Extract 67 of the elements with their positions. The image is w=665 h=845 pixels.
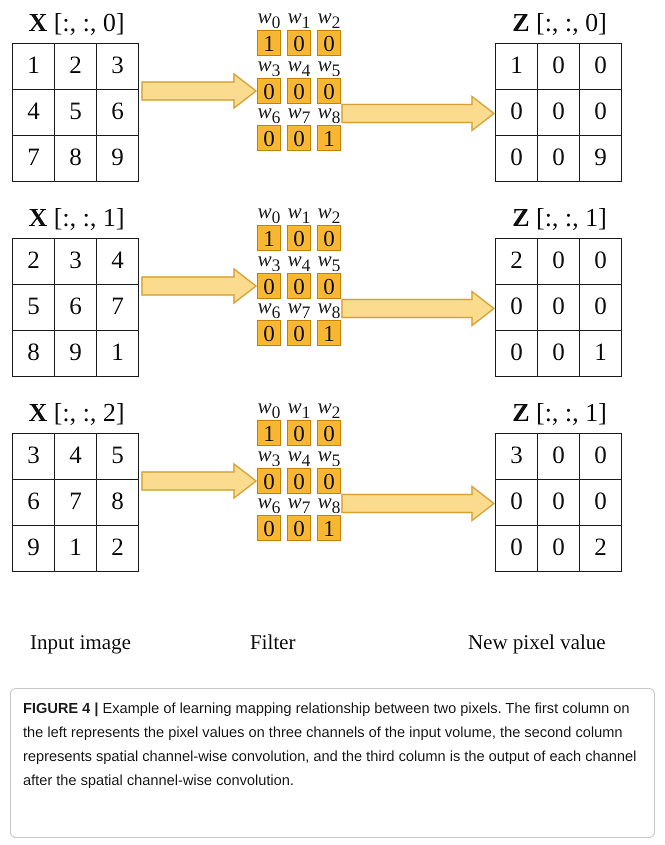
matrix-cell: 0: [579, 238, 622, 285]
matrix-cell: 1: [579, 330, 622, 377]
matrix-cell: 0: [579, 433, 622, 480]
matrix-cell: 0: [495, 525, 538, 572]
filter-weight: 0: [287, 225, 311, 251]
matrix-cell: 1: [96, 330, 139, 377]
filter-weight: 0: [287, 78, 311, 104]
matrix-title: Z [:, :, 0]: [511, 8, 608, 38]
filter-weight: 1: [257, 225, 281, 251]
filter-weight: 0: [287, 125, 311, 151]
filter-weight: 0: [257, 125, 281, 151]
matrix-cell: 2: [579, 525, 622, 572]
matrix-cell: 2: [495, 238, 538, 285]
filter-weight: 0: [257, 78, 281, 104]
matrix-cell: 7: [12, 135, 55, 182]
filter-weight: 0: [287, 30, 311, 56]
filter-weight: 0: [287, 468, 311, 494]
figure-caption: FIGURE 4 | Example of learning mapping relationship between two pixels. The first column on the left represents the pixel values on three channels of the input volume, the second column represents spatial channel-wise convolution, and the third column is the output of each channel after the spatial channel-wise convolution.: [23, 700, 638, 791]
filter-weight: 0: [317, 225, 341, 251]
filter-weight: 0: [287, 320, 311, 346]
matrix-title: X [:, :, 1]: [27, 203, 126, 233]
block-arrow: [141, 267, 258, 305]
filter-weight: 0: [317, 468, 341, 494]
matrix-cell: 0: [495, 135, 538, 182]
matrix-cell: 8: [12, 330, 55, 377]
filter-weight: 0: [317, 30, 341, 56]
filter-weight: 0: [257, 515, 281, 541]
matrix-cell: 3: [495, 433, 538, 480]
matrix-cell: 0: [495, 330, 538, 377]
matrix-cell: 9: [579, 135, 622, 182]
matrix-cell: 4: [96, 238, 139, 285]
matrix-cell: 9: [96, 135, 139, 182]
matrix-cell: 0: [579, 43, 622, 90]
filter-weight: 0: [287, 515, 311, 541]
matrix-cell: 2: [96, 525, 139, 572]
filter-weight: 1: [317, 320, 341, 346]
filter-weight: 0: [257, 273, 281, 299]
column-label: New pixel value: [468, 630, 606, 655]
matrix-cell: 3: [96, 43, 139, 90]
block-arrow: [141, 462, 258, 500]
matrix-cell: 1: [12, 43, 55, 90]
column-label: Filter: [250, 630, 296, 655]
matrix-title: Z [:, :, 1]: [511, 398, 608, 428]
matrix-cell: 9: [12, 525, 55, 572]
filter-weight: 0: [287, 273, 311, 299]
block-arrow: [141, 72, 258, 110]
matrix-cell: 2: [12, 238, 55, 285]
filter-weight: 0: [257, 320, 281, 346]
matrix-cell: 5: [96, 433, 139, 480]
filter-weight: 1: [317, 515, 341, 541]
filter-weight: 0: [317, 273, 341, 299]
filter-weight: 1: [317, 125, 341, 151]
filter-weight: 1: [257, 30, 281, 56]
filter-weight: 0: [317, 420, 341, 446]
matrix-title: X [:, :, 2]: [27, 398, 126, 428]
matrix-cell: 1: [495, 43, 538, 90]
block-arrow: [341, 94, 496, 132]
block-arrow: [341, 290, 496, 328]
matrix-title: X [:, :, 0]: [27, 8, 126, 38]
filter-weight: 0: [317, 78, 341, 104]
matrix-cell: 3: [12, 433, 55, 480]
filter-weight: 1: [257, 420, 281, 446]
block-arrow: [341, 484, 496, 522]
column-label: Input image: [30, 630, 131, 655]
filter-weight: 0: [257, 468, 281, 494]
matrix-title: Z [:, :, 1]: [511, 203, 608, 233]
filter-weight: 0: [287, 420, 311, 446]
